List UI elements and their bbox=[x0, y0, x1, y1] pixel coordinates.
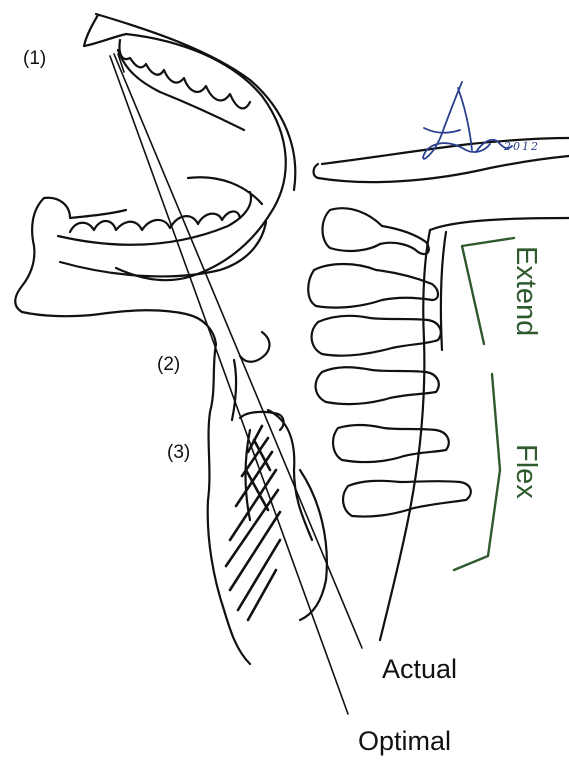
point-1-label: (1) bbox=[23, 48, 46, 70]
flex-label: Flex bbox=[509, 444, 542, 499]
actual-label: Actual bbox=[382, 654, 457, 685]
extend-flex-brackets bbox=[454, 238, 514, 570]
extend-label: Extend bbox=[509, 246, 542, 336]
upper-jaw bbox=[84, 14, 295, 280]
airway-hatching bbox=[226, 426, 280, 620]
actual-line bbox=[114, 54, 362, 648]
mandible bbox=[15, 177, 266, 344]
point-2-label: (2) bbox=[157, 354, 180, 376]
hyoid-larynx bbox=[208, 332, 327, 664]
upper-teeth bbox=[118, 40, 250, 130]
signature-year: 2012 bbox=[504, 140, 540, 153]
optimal-label: Optimal bbox=[358, 726, 451, 757]
vertebrae bbox=[308, 208, 471, 516]
optimal-line bbox=[110, 56, 348, 714]
point-3-label: (3) bbox=[167, 442, 190, 464]
